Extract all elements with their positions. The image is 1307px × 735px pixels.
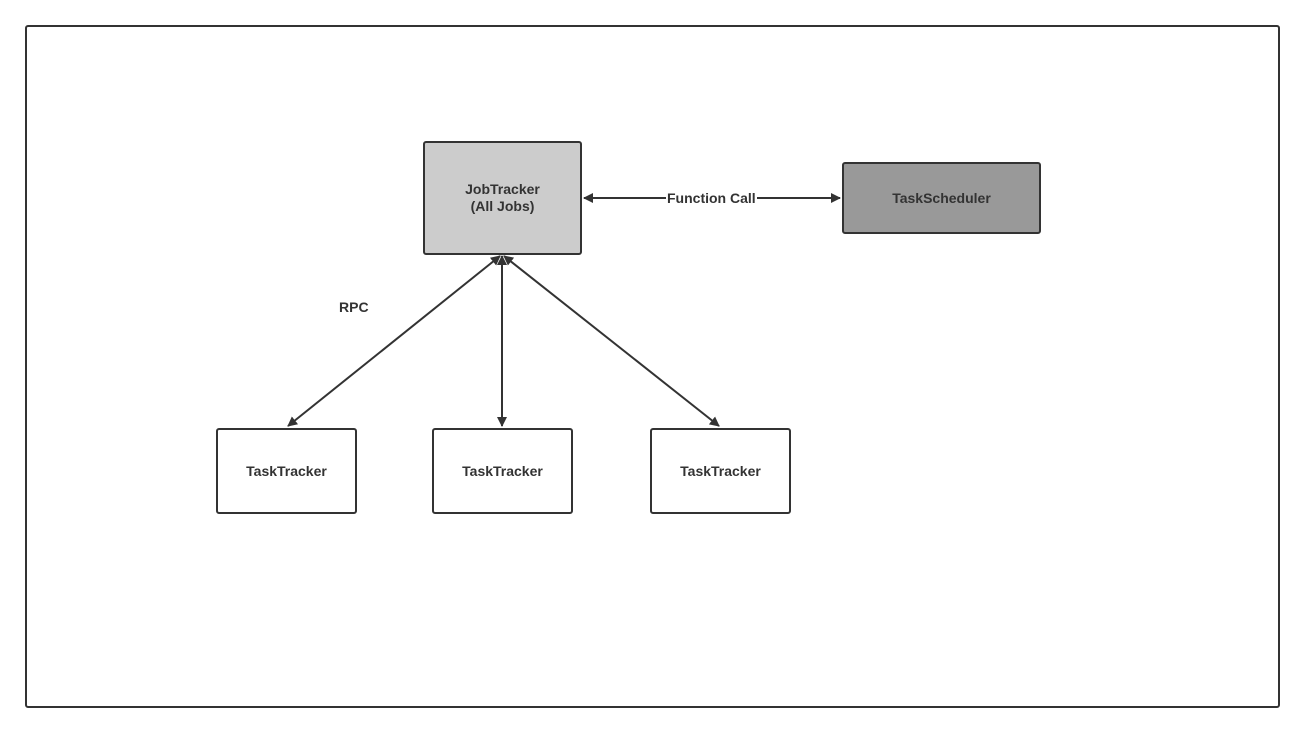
- edge-jobtracker-tasktracker-3: [503, 255, 720, 427]
- tasktracker-label: TaskTracker: [246, 462, 327, 479]
- jobtracker-title: JobTracker: [465, 181, 540, 197]
- tasktracker-node: TaskTracker: [216, 428, 357, 514]
- tasktracker-label: TaskTracker: [462, 462, 543, 479]
- taskscheduler-label: TaskScheduler: [892, 189, 991, 206]
- jobtracker-node: JobTracker (All Jobs): [423, 141, 582, 255]
- taskscheduler-node: TaskScheduler: [842, 162, 1041, 234]
- rpc-label: RPC: [339, 299, 369, 316]
- diagram-frame: [25, 25, 1280, 708]
- tasktracker-label: TaskTracker: [680, 462, 761, 479]
- tasktracker-node: TaskTracker: [650, 428, 791, 514]
- function-call-label: Function Call: [666, 190, 757, 207]
- tasktracker-node: TaskTracker: [432, 428, 573, 514]
- jobtracker-subtitle: (All Jobs): [470, 198, 535, 214]
- edge-jobtracker-tasktracker-1: [287, 255, 501, 427]
